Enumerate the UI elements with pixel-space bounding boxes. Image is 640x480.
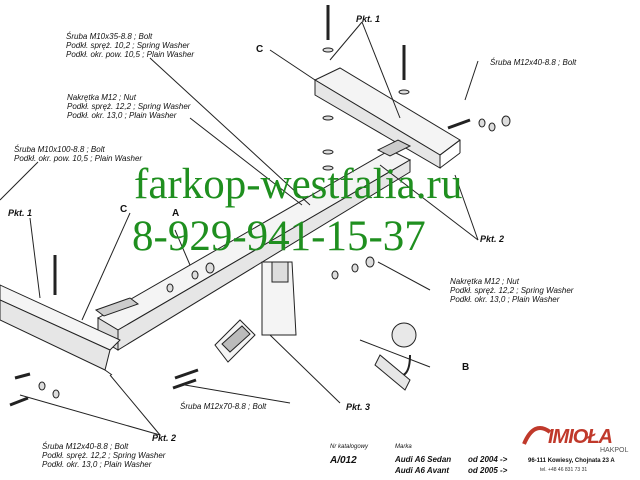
watermark-phone: 8-929-941-15-37 xyxy=(132,213,426,260)
marka-label: Marka xyxy=(395,444,412,450)
model-2-name: Audi A6 Avant xyxy=(395,466,450,475)
pkt2-bottom: Pkt. 2 xyxy=(152,433,177,443)
letter-b: B xyxy=(462,362,470,373)
bolt-mid-label: Śruba M12x70-8.8 ; Bolt xyxy=(180,402,267,411)
letter-a: A xyxy=(172,208,180,219)
model-1-year: od 2004 -> xyxy=(468,455,508,464)
brand-sub: HAKPOL xyxy=(600,447,629,454)
bolt-right-label: Śruba M12x40-8.8 ; Bolt xyxy=(490,58,577,67)
brand-logo: IMIOŁA xyxy=(548,426,613,448)
brand-address: 96-111 Kowiesy, Chojnata 23 A xyxy=(528,458,615,464)
pkt1-left: Pkt. 1 xyxy=(8,208,33,218)
catalog-nr-label: Nr katalogowy xyxy=(330,444,369,450)
pkt3: Pkt. 3 xyxy=(346,402,371,412)
letter-c-top: C xyxy=(256,44,264,55)
pkt2-right: Pkt. 2 xyxy=(480,234,505,244)
tow-ball xyxy=(391,322,417,348)
model-1-name: Audi A6 Sedan xyxy=(395,455,452,464)
model-2-year: od 2005 -> xyxy=(468,466,508,475)
pkt1-top: Pkt. 1 xyxy=(356,14,381,24)
watermark-site: farkop-westfalia.ru xyxy=(134,161,463,208)
brand-tel: tel. +48 46 831 73 31 xyxy=(540,467,588,473)
imiola-logo-icon xyxy=(522,426,552,445)
catalog-nr: A/012 xyxy=(330,455,357,466)
letter-c-left: C xyxy=(120,204,128,215)
upper-bracket xyxy=(313,67,461,156)
